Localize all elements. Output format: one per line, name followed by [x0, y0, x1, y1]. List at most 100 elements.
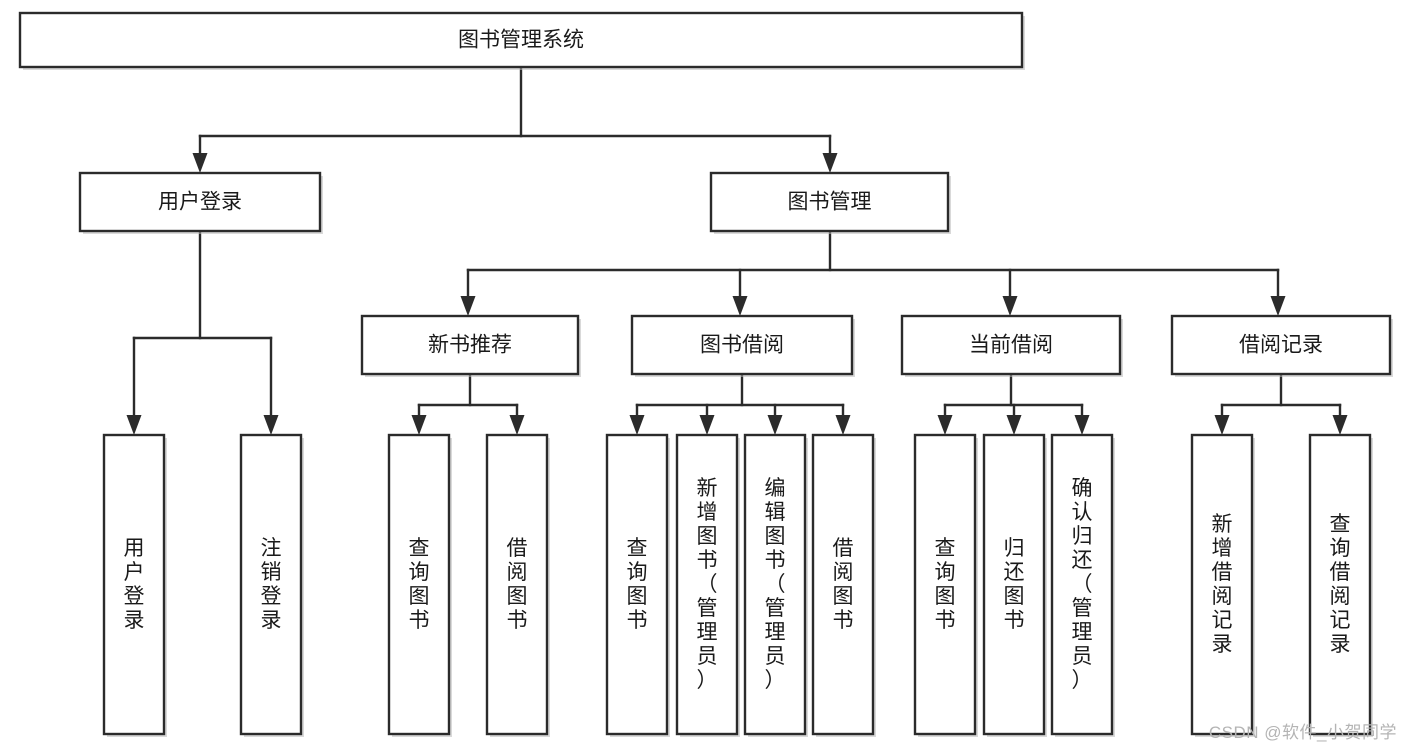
node-label-char: 新 — [697, 477, 718, 500]
node-box[interactable] — [1170, 314, 1392, 376]
node-label-char: 理 — [697, 621, 718, 644]
node-label-char: 录 — [1330, 633, 1351, 656]
node-label: 当前借阅 — [969, 334, 1053, 357]
node-label-char: 阅 — [1212, 585, 1233, 608]
node-leaf-borrow-book[interactable]: 借阅图书 — [811, 433, 876, 737]
node-leaf-query-record[interactable]: 查询借阅记录 — [1308, 433, 1373, 737]
node-leaf-add-book[interactable]: 新增图书（管理员） — [675, 433, 740, 737]
node-box[interactable] — [811, 433, 875, 736]
node-label-char: 借 — [507, 537, 528, 560]
arrow-head-icon — [699, 415, 715, 435]
node-leaf-query-book-rec[interactable]: 查询图书 — [387, 433, 452, 737]
node-label: 借阅图书 — [833, 537, 854, 632]
node-label-char: 图 — [1004, 585, 1025, 608]
node-label-char: 图 — [507, 585, 528, 608]
node-label-char: 查 — [627, 537, 648, 560]
node-label-char: 借 — [833, 537, 854, 560]
node-box[interactable] — [102, 433, 166, 736]
node-box[interactable] — [78, 171, 322, 233]
node-leaf-query-book-cur[interactable]: 查询图书 — [913, 433, 978, 737]
node-box[interactable] — [1050, 433, 1114, 736]
node-label-char: 书 — [765, 549, 786, 572]
node-label-char: 员 — [697, 645, 718, 668]
node-label-char: 记 — [1212, 609, 1233, 632]
node-label-char: （ — [1072, 573, 1093, 596]
node-label: 借阅记录 — [1239, 334, 1323, 357]
node-leaf-confirm-return[interactable]: 确认归还（管理员） — [1050, 433, 1115, 737]
node-label-char: 阅 — [1330, 585, 1351, 608]
node-label: 查询图书 — [409, 537, 430, 632]
node-label-char: 查 — [409, 537, 430, 560]
node-leaf-query-book[interactable]: 查询图书 — [605, 433, 670, 737]
node-label: 图书借阅 — [700, 334, 784, 357]
node-current-borrow[interactable]: 当前借阅 — [900, 314, 1123, 377]
node-box[interactable] — [900, 314, 1122, 376]
node-label-char: ） — [765, 669, 786, 692]
node-root[interactable]: 图书管理系统 — [18, 11, 1025, 70]
node-label-char: 户 — [124, 561, 145, 584]
node-label: 新书推荐 — [428, 334, 512, 357]
node-box[interactable] — [387, 433, 451, 736]
node-label-char: 认 — [1072, 501, 1093, 524]
node-label-char: 书 — [507, 609, 528, 632]
node-borrow-record[interactable]: 借阅记录 — [1170, 314, 1393, 377]
node-leaf-borrow-book-rec[interactable]: 借阅图书 — [485, 433, 550, 737]
node-book-manage[interactable]: 图书管理 — [709, 171, 951, 234]
node-label-char: 图 — [409, 585, 430, 608]
node-label-char: 还 — [1072, 549, 1093, 572]
node-label: 借阅图书 — [507, 537, 528, 632]
node-label-char: 销 — [261, 561, 282, 584]
node-user-login[interactable]: 用户登录 — [78, 171, 323, 234]
node-box[interactable] — [18, 11, 1024, 69]
node-leaf-add-record[interactable]: 新增借阅记录 — [1190, 433, 1255, 737]
node-box[interactable] — [709, 171, 950, 233]
node-label-char: ） — [697, 669, 718, 692]
node-box[interactable] — [1308, 433, 1372, 736]
node-box[interactable] — [675, 433, 739, 736]
node-label-char: 确 — [1072, 477, 1093, 500]
node-label-char: 管 — [697, 597, 718, 620]
node-label-char: 书 — [697, 549, 718, 572]
node-label-char: 借 — [1330, 561, 1351, 584]
node-box[interactable] — [360, 314, 580, 376]
node-leaf-user-login[interactable]: 用户登录 — [102, 433, 167, 737]
node-box[interactable] — [605, 433, 669, 736]
node-leaf-edit-book[interactable]: 编辑图书（管理员） — [743, 433, 808, 737]
node-label-char: 书 — [935, 609, 956, 632]
arrow-head-icon — [835, 415, 851, 435]
node-box[interactable] — [630, 314, 854, 376]
node-label-char: 录 — [261, 609, 282, 632]
node-leaf-logout[interactable]: 注销登录 — [239, 433, 304, 737]
node-label-char: 询 — [1330, 537, 1351, 560]
node-label-char: 记 — [1330, 609, 1351, 632]
node-label: 图书管理 — [788, 191, 872, 214]
node-label-char: 录 — [1212, 633, 1233, 656]
node-book-borrow[interactable]: 图书借阅 — [630, 314, 855, 377]
node-label-char: 询 — [935, 561, 956, 584]
arrow-head-icon — [1074, 415, 1090, 435]
node-label-char: 书 — [409, 609, 430, 632]
node-new-book-recommend[interactable]: 新书推荐 — [360, 314, 581, 377]
arrow-head-icon — [1006, 415, 1022, 435]
node-label-char: 增 — [1212, 537, 1233, 560]
node-label: 新增借阅记录 — [1212, 513, 1233, 656]
node-label-char: 注 — [261, 537, 282, 560]
node-box[interactable] — [743, 433, 807, 736]
arrow-head-icon — [1332, 415, 1348, 435]
node-box[interactable] — [239, 433, 303, 736]
node-label-char: 管 — [1072, 597, 1093, 620]
node-label: 注销登录 — [261, 537, 282, 632]
node-label: 归还图书 — [1004, 537, 1025, 632]
node-leaf-return-book[interactable]: 归还图书 — [982, 433, 1047, 737]
node-box[interactable] — [982, 433, 1046, 736]
node-box[interactable] — [913, 433, 977, 736]
node-label-char: （ — [697, 573, 718, 596]
node-label: 用户登录 — [158, 191, 242, 214]
arrow-head-icon — [1002, 296, 1018, 316]
node-label-char: ） — [1072, 669, 1093, 692]
node-label: 用户登录 — [124, 537, 145, 632]
node-box[interactable] — [1190, 433, 1254, 736]
node-box[interactable] — [485, 433, 549, 736]
